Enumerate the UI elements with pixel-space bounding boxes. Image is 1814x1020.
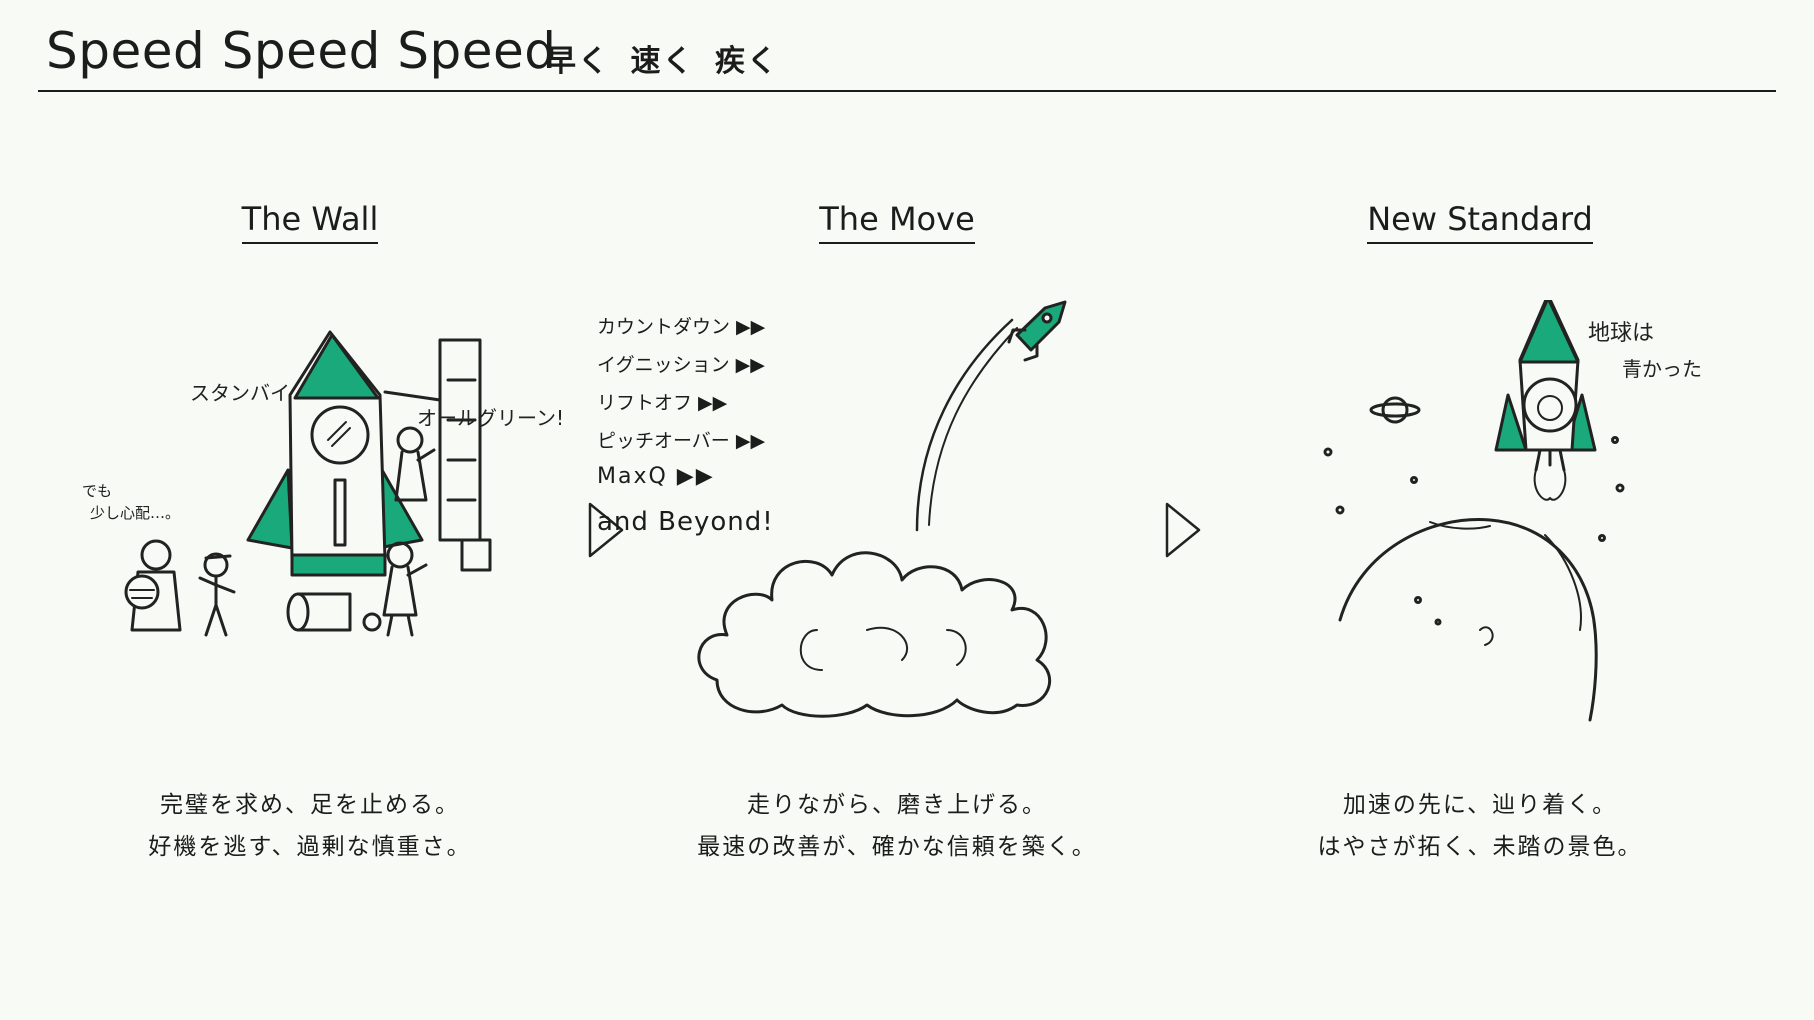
allgreen-label: オールグリーン! bbox=[417, 406, 564, 430]
triangle-right-outline-icon bbox=[1163, 500, 1203, 560]
step-item: MaxQ ▶▶ bbox=[597, 464, 857, 489]
worry-label-line2: 少し心配…。 bbox=[90, 504, 180, 522]
step-item: カウントダウン ▶▶ bbox=[597, 312, 857, 339]
page-title: Speed Speed Speed bbox=[46, 22, 557, 80]
column-new-standard: New Standard 地球は 青かった 加速の先に、辿り着く。 はやさが拓く… bbox=[1200, 200, 1760, 900]
worry-label-line1: でも bbox=[82, 482, 112, 500]
wall-rocket-illustration: スタンバイ オールグリーン! でも 少し心配…。 bbox=[30, 300, 590, 740]
step-item: ピッチオーバー ▶▶ bbox=[597, 426, 857, 453]
column-title: New Standard bbox=[1200, 200, 1760, 238]
earth-rocket-illustration: 地球は 青かった bbox=[1200, 300, 1760, 740]
column-caption: 加速の先に、辿り着く。 はやさが拓く、未踏の景色。 bbox=[1200, 784, 1760, 868]
earth-label-line1: 地球は bbox=[1588, 321, 1654, 346]
page-header: Speed Speed Speed 早く 速く 疾く bbox=[38, 16, 1776, 92]
column-the-move: The Move カウントダウン ▶▶ イグニッション ▶▶ リフトオフ ▶▶ … bbox=[617, 200, 1177, 900]
page-subtitle: 早く 速く 疾く bbox=[546, 36, 779, 80]
column-caption: 走りながら、磨き上げる。 最速の改善が、確かな信頼を築く。 bbox=[617, 784, 1177, 868]
column-caption: 完璧を求め、足を止める。 好機を逃す、過剰な慎重さ。 bbox=[30, 784, 590, 868]
steps-list: カウントダウン ▶▶ イグニッション ▶▶ リフトオフ ▶▶ ピッチオーバー ▶… bbox=[597, 312, 857, 537]
step-item: リフトオフ ▶▶ bbox=[597, 388, 857, 415]
earth-label-line2: 青かった bbox=[1622, 357, 1702, 381]
column-the-wall: The Wall スタンバイ オールグ bbox=[30, 200, 590, 900]
standby-label: スタンバイ bbox=[190, 381, 290, 405]
column-title: The Wall bbox=[30, 200, 590, 238]
step-item: イグニッション ▶▶ bbox=[597, 350, 857, 377]
step-item: and Beyond! bbox=[597, 507, 857, 537]
column-title: The Move bbox=[617, 200, 1177, 238]
